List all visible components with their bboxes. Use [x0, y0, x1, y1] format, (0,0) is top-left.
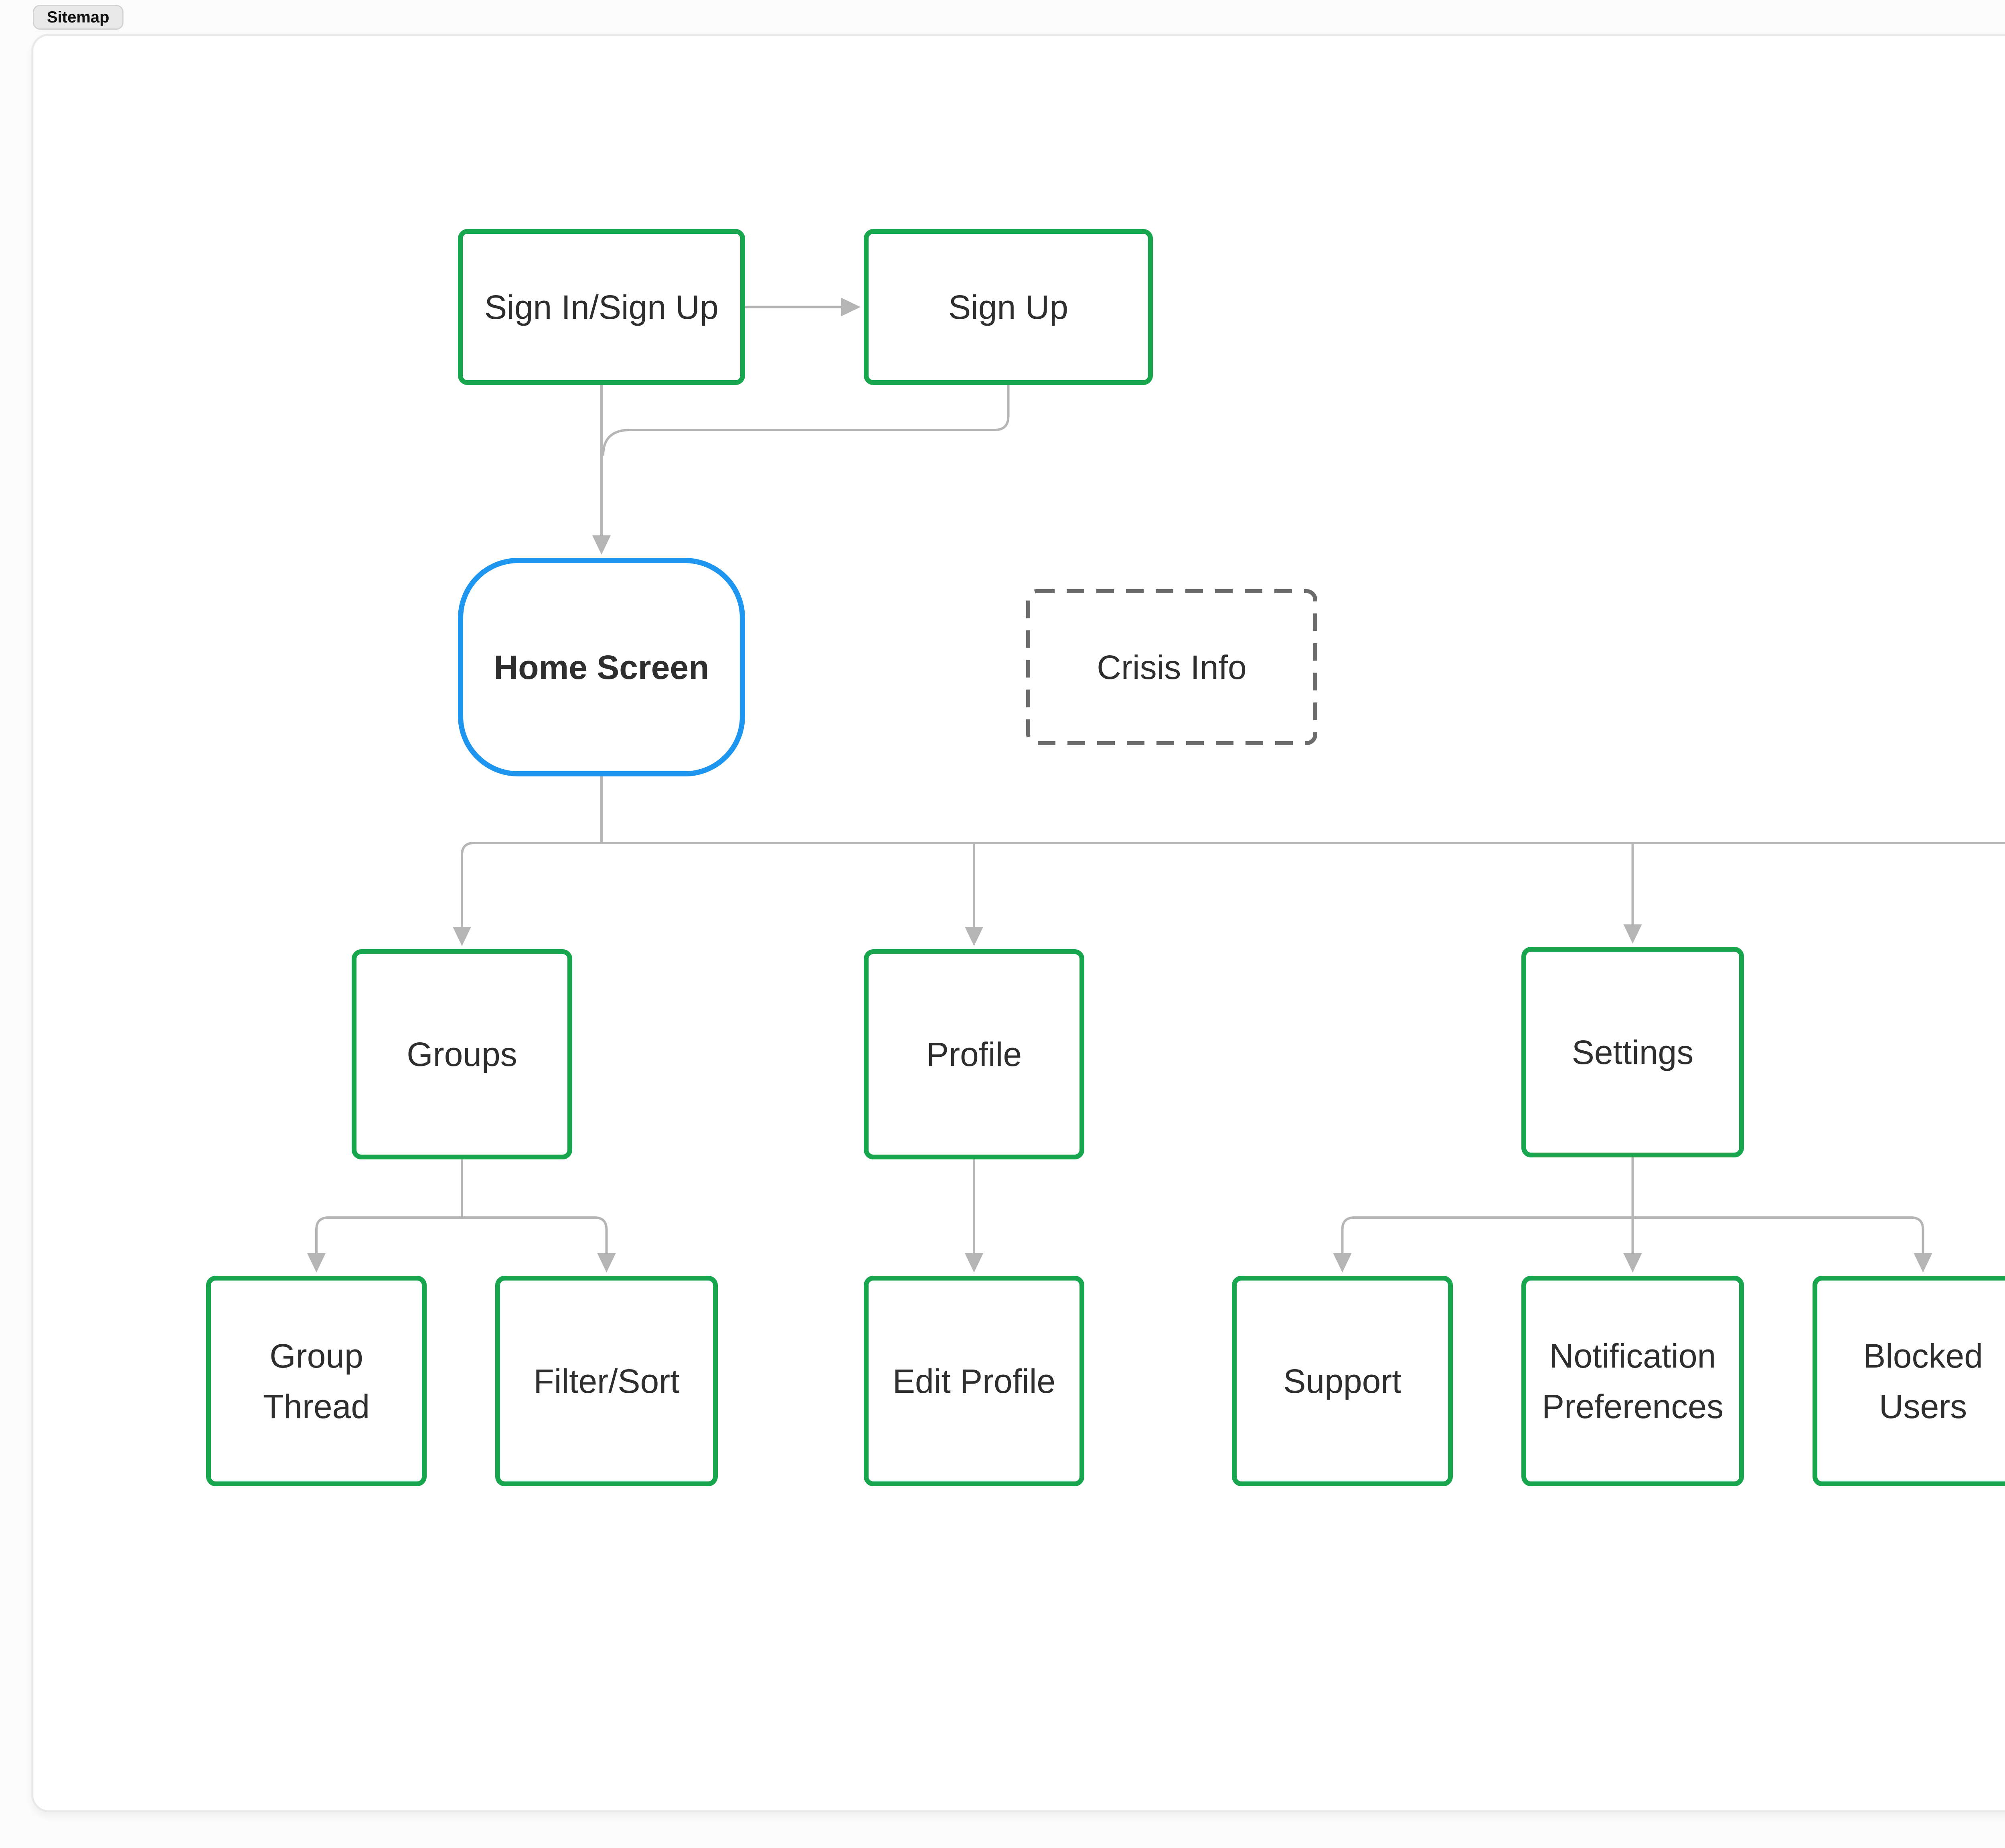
node-label: Sign Up	[948, 288, 1068, 326]
arrowhead-down-icon	[965, 1253, 983, 1273]
node-label: Crisis Info	[1097, 648, 1247, 686]
node-sign-in-sign-up[interactable]: Sign In/Sign Up	[458, 229, 745, 385]
node-home-screen[interactable]: Home Screen	[458, 558, 745, 776]
arrowhead-down-icon	[453, 927, 471, 946]
arrowhead-down-icon	[592, 535, 611, 555]
node-support[interactable]: Support	[1232, 1276, 1453, 1486]
edge-groups-group-thread-filter-sort	[307, 1159, 616, 1273]
node-sign-up[interactable]: Sign Up	[864, 229, 1153, 385]
arrowhead-down-icon	[597, 1253, 616, 1273]
edge-sign-in-sign-up-home-screen	[592, 385, 611, 555]
node-label: Home Screen	[494, 648, 709, 686]
node-label: Support	[1283, 1362, 1401, 1400]
node-filter-sort[interactable]: Filter/Sort	[495, 1276, 718, 1486]
node-groups[interactable]: Groups	[352, 949, 572, 1159]
connector-line	[315, 1216, 608, 1255]
edge-sign-up-home-screen	[602, 385, 1010, 456]
arrowhead-down-icon	[1333, 1253, 1352, 1273]
node-blocked-users[interactable]: Blocked Users	[1813, 1276, 2005, 1486]
edge-sign-in-sign-up-sign-up	[745, 298, 861, 316]
node-label: Groups	[407, 1035, 517, 1073]
arrowhead-down-icon	[307, 1253, 326, 1273]
arrowhead-down-icon	[965, 927, 983, 946]
node-label: Notification Preferences	[1542, 1337, 1723, 1425]
node-label: Profile	[926, 1035, 1022, 1073]
edge-settings-support-notification-preferences-blocked-users	[1333, 1157, 1932, 1273]
node-label: Blocked Users	[1863, 1337, 1983, 1425]
node-label: Filter/Sort	[533, 1362, 680, 1400]
node-notification-preferences[interactable]: Notification Preferences	[1521, 1276, 1744, 1486]
node-label: Group Thread	[263, 1337, 370, 1425]
node-settings[interactable]: Settings	[1521, 947, 1744, 1157]
node-edit-profile[interactable]: Edit Profile	[864, 1276, 1084, 1486]
connector-line	[461, 842, 2005, 928]
node-profile[interactable]: Profile	[864, 949, 1084, 1159]
node-label: Settings	[1572, 1033, 1694, 1071]
node-label: Edit Profile	[892, 1362, 1056, 1400]
node-label: Sign In/Sign Up	[484, 288, 719, 326]
edge-profile-edit-profile	[965, 1159, 983, 1273]
edge-home-screen-groups-profile-settings-friends-notifications-messages	[453, 776, 2005, 946]
arrowhead-down-icon	[1914, 1253, 1932, 1273]
sitemap-badge[interactable]: Sitemap	[33, 5, 124, 30]
dashed-border-crisis-info	[1026, 589, 1317, 745]
node-group-thread[interactable]: Group Thread	[206, 1276, 427, 1486]
connector-line	[602, 385, 1010, 456]
arrowhead-down-icon	[1623, 1253, 1642, 1273]
arrowhead-down-icon	[1623, 924, 1642, 944]
node-crisis-info[interactable]: Crisis Info	[1026, 589, 1317, 745]
arrowhead-right-icon	[841, 298, 861, 316]
